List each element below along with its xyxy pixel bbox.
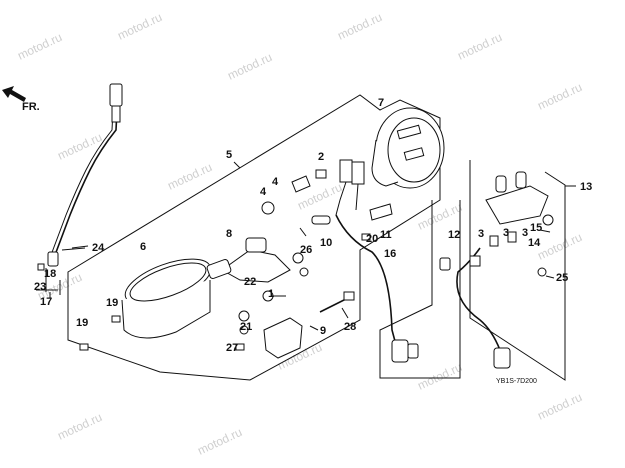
callout-18: 18: [44, 268, 56, 280]
meter-bracket: [206, 169, 393, 302]
callout-20: 20: [366, 233, 378, 245]
callout-12: 12: [448, 229, 460, 241]
callout-19a: 19: [106, 297, 118, 309]
callout-8: 8: [226, 228, 232, 240]
front-direction-arrow: FR.: [2, 86, 40, 113]
callout-7: 7: [378, 97, 384, 109]
watermark: motod.ru: [225, 50, 274, 83]
meter-case: [121, 258, 212, 339]
sensor-bracket: [238, 291, 355, 359]
callout-2: 2: [318, 151, 324, 163]
callout-11: 11: [380, 229, 392, 241]
watermark: motod.ru: [195, 425, 244, 458]
callout-27: 27: [226, 342, 238, 354]
speedometer-unit: [335, 107, 445, 216]
watermark: motod.ru: [415, 360, 464, 393]
callout-21: 21: [240, 321, 252, 333]
callout-24: 24: [92, 242, 105, 254]
indicator-assembly: [439, 171, 554, 369]
leader-lines: [36, 161, 576, 331]
callout-15: 15: [530, 222, 542, 234]
watermark: motod.ru: [335, 10, 384, 43]
callout-6: 6: [140, 241, 146, 253]
callout-labels: 1 2 3 3 3 4 4 5 6 7 8 9 10 11 12 13 14 1…: [34, 97, 592, 354]
callout-4b: 4: [272, 176, 279, 188]
fasteners: [37, 233, 371, 351]
watermark: motod.ru: [55, 410, 104, 443]
callout-5: 5: [226, 149, 232, 161]
callout-23: 23: [34, 281, 46, 293]
direction-label: FR.: [22, 101, 40, 113]
callout-25: 25: [556, 272, 568, 284]
callout-3c: 3: [522, 227, 528, 239]
watermark: motod.ru: [455, 30, 504, 63]
callout-19b: 19: [76, 317, 88, 329]
assembly-outlines: [59, 94, 566, 381]
wire-harness: [335, 214, 419, 363]
callout-1: 1: [268, 288, 274, 300]
watermark: motod.ru: [535, 230, 584, 263]
watermark: motod.ru: [535, 390, 584, 423]
watermark: motod.ru: [115, 10, 164, 43]
callout-17: 17: [40, 296, 52, 308]
callout-16: 16: [384, 248, 396, 260]
callout-14: 14: [528, 237, 541, 249]
callout-22: 22: [244, 276, 256, 288]
callout-13: 13: [580, 181, 592, 193]
callout-26: 26: [300, 244, 312, 256]
callout-28: 28: [344, 321, 356, 333]
watermark: motod.ru: [535, 80, 584, 113]
watermark: motod.ru: [415, 200, 464, 233]
speedometer-cable: [47, 83, 123, 267]
callout-3a: 3: [478, 228, 484, 240]
drawing-code: YB1S-7D200: [496, 378, 537, 385]
callout-4a: 4: [260, 186, 267, 198]
callout-9: 9: [320, 325, 326, 337]
watermark: motod.ru: [15, 30, 64, 63]
callout-10: 10: [320, 237, 332, 249]
watermark-layer: motod.ru motod.ru motod.ru motod.ru moto…: [15, 10, 584, 458]
callout-3b: 3: [503, 227, 509, 239]
